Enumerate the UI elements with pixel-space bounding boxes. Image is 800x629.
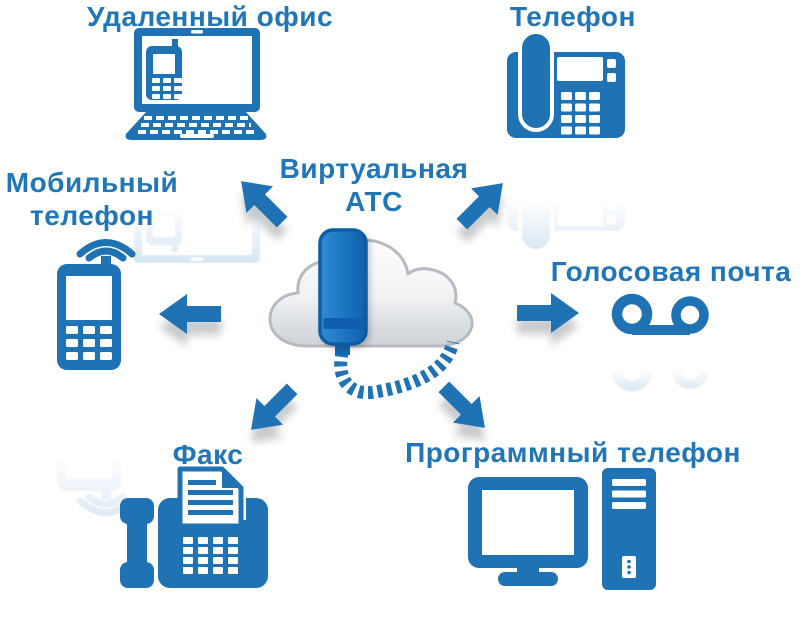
voicemail-reflection — [608, 344, 716, 392]
remote-office-label: Удаленный офис — [86, 1, 334, 32]
computer-icon — [460, 464, 660, 629]
laptop-icon — [120, 28, 272, 263]
cloud-pbx-icon — [262, 226, 482, 406]
fax-label: Факс — [172, 439, 244, 470]
arrow-left — [156, 291, 222, 337]
arrow-up-right — [453, 181, 513, 225]
arrow-right — [516, 290, 582, 336]
desk-phone-icon — [505, 30, 627, 253]
desk-phone-reflection — [505, 143, 627, 253]
fax-icon — [116, 464, 270, 629]
voicemail-label: Голосовая почта — [550, 256, 792, 287]
voicemail-icon — [608, 293, 716, 392]
desk-phone-label: Телефон — [510, 1, 636, 32]
center-title: Виртуальная АТС — [279, 153, 469, 217]
computer-reflection — [460, 599, 660, 629]
laptop-reflection — [120, 147, 272, 263]
fax-reflection — [116, 595, 270, 629]
softphone-label: Программный телефон — [405, 437, 741, 468]
